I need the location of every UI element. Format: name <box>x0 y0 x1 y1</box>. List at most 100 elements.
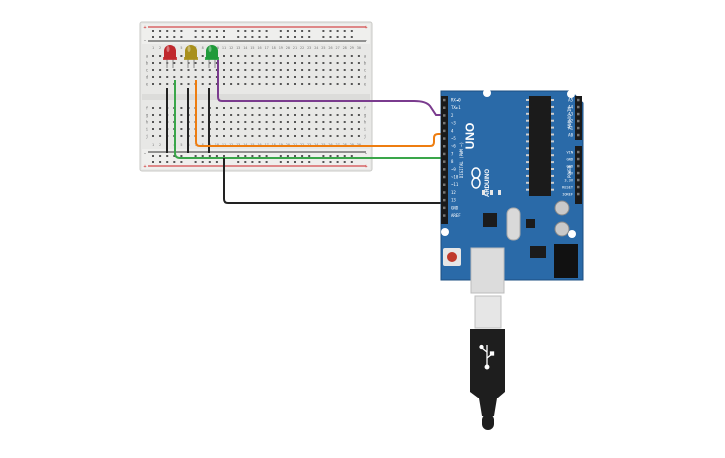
rail-hole[interactable] <box>343 155 346 157</box>
breadboard-hole[interactable] <box>173 62 176 64</box>
breadboard-hole[interactable] <box>301 128 304 130</box>
breadboard-hole[interactable] <box>294 76 296 78</box>
breadboard-hole[interactable] <box>315 114 318 116</box>
breadboard-hole[interactable] <box>152 69 154 71</box>
rail-hole[interactable] <box>343 161 346 163</box>
breadboard-hole[interactable] <box>230 55 233 57</box>
breadboard-hole[interactable] <box>322 76 325 78</box>
breadboard-hole[interactable] <box>322 62 325 64</box>
rail-hole[interactable] <box>251 155 254 157</box>
rail-hole[interactable] <box>301 161 304 163</box>
breadboard-hole[interactable] <box>272 107 275 109</box>
breadboard-hole[interactable] <box>208 69 211 71</box>
rail-hole[interactable] <box>173 155 176 157</box>
breadboard-hole[interactable] <box>194 62 197 64</box>
breadboard-hole[interactable] <box>201 114 204 116</box>
breadboard-hole[interactable] <box>350 135 353 137</box>
breadboard-hole[interactable] <box>336 107 339 109</box>
breadboard-hole[interactable] <box>159 69 162 71</box>
rail-hole[interactable] <box>322 161 325 163</box>
breadboard-hole[interactable] <box>336 62 339 64</box>
rail-hole[interactable] <box>194 36 197 38</box>
rail-hole[interactable] <box>265 155 268 157</box>
breadboard-hole[interactable] <box>201 83 204 85</box>
rail-hole[interactable] <box>350 36 353 38</box>
breadboard-hole[interactable] <box>223 114 225 116</box>
breadboard-hole[interactable] <box>152 55 154 57</box>
breadboard-hole[interactable] <box>180 55 183 57</box>
rail-hole[interactable] <box>152 30 154 32</box>
rail-hole[interactable] <box>152 155 154 157</box>
breadboard-hole[interactable] <box>230 76 233 78</box>
breadboard-hole[interactable] <box>357 83 360 85</box>
rail-hole[interactable] <box>286 161 289 163</box>
rail-hole[interactable] <box>244 36 247 38</box>
digital-pin[interactable] <box>443 114 446 117</box>
breadboard-hole[interactable] <box>294 135 296 137</box>
breadboard-hole[interactable] <box>265 62 268 64</box>
rail-hole[interactable] <box>173 161 176 163</box>
breadboard-hole[interactable] <box>315 107 318 109</box>
digital-pin[interactable] <box>443 106 446 110</box>
breadboard-hole[interactable] <box>294 62 296 64</box>
rail-hole[interactable] <box>215 36 218 38</box>
breadboard-hole[interactable] <box>343 135 346 137</box>
breadboard-hole[interactable] <box>272 55 275 57</box>
breadboard-hole[interactable] <box>201 69 204 71</box>
breadboard-hole[interactable] <box>152 121 154 123</box>
rail-hole[interactable] <box>180 36 183 38</box>
breadboard-hole[interactable] <box>237 128 240 130</box>
breadboard-hole[interactable] <box>180 128 183 130</box>
breadboard-hole[interactable] <box>180 114 183 116</box>
breadboard-hole[interactable] <box>272 114 275 116</box>
rail-hole[interactable] <box>244 161 247 163</box>
led-green[interactable] <box>205 45 219 68</box>
breadboard-hole[interactable] <box>237 121 240 123</box>
breadboard-hole[interactable] <box>329 69 332 71</box>
breadboard-hole[interactable] <box>258 55 261 57</box>
breadboard-hole[interactable] <box>308 62 311 64</box>
rail-hole[interactable] <box>329 30 332 32</box>
breadboard-hole[interactable] <box>258 128 261 130</box>
breadboard-hole[interactable] <box>272 83 275 85</box>
breadboard-hole[interactable] <box>215 69 218 71</box>
power-pin[interactable] <box>577 185 580 189</box>
digital-pin[interactable] <box>443 198 446 202</box>
breadboard-hole[interactable] <box>308 128 311 130</box>
rail-hole[interactable] <box>244 155 247 157</box>
breadboard-hole[interactable] <box>329 76 332 78</box>
breadboard-hole[interactable] <box>294 128 296 130</box>
breadboard-hole[interactable] <box>350 76 353 78</box>
breadboard-hole[interactable] <box>187 76 190 78</box>
analog-pin[interactable] <box>577 133 580 137</box>
digital-pin[interactable] <box>443 98 446 102</box>
breadboard-hole[interactable] <box>322 107 325 109</box>
rail-hole[interactable] <box>223 30 225 32</box>
rail-hole[interactable] <box>244 30 247 32</box>
breadboard-hole[interactable] <box>350 69 353 71</box>
breadboard-hole[interactable] <box>215 107 218 109</box>
breadboard-hole[interactable] <box>201 135 204 137</box>
rail-hole[interactable] <box>166 155 169 157</box>
digital-pin[interactable] <box>443 206 446 210</box>
rail-hole[interactable] <box>329 161 332 163</box>
rail-hole[interactable] <box>279 155 282 157</box>
digital-header[interactable] <box>441 96 448 224</box>
breadboard-hole[interactable] <box>258 69 261 71</box>
rail-hole[interactable] <box>265 30 268 32</box>
breadboard-hole[interactable] <box>180 76 183 78</box>
breadboard-hole[interactable] <box>294 69 296 71</box>
breadboard-hole[interactable] <box>230 107 233 109</box>
breadboard-hole[interactable] <box>237 107 240 109</box>
breadboard-hole[interactable] <box>265 55 268 57</box>
breadboard-hole[interactable] <box>244 128 247 130</box>
breadboard-hole[interactable] <box>251 62 254 64</box>
power-header[interactable] <box>575 146 582 204</box>
rail-hole[interactable] <box>159 161 162 163</box>
analog-pin[interactable] <box>577 112 580 116</box>
breadboard-hole[interactable] <box>315 83 318 85</box>
rail-hole[interactable] <box>251 161 254 163</box>
wire-purple[interactable] <box>217 60 442 116</box>
breadboard-hole[interactable] <box>279 135 282 137</box>
